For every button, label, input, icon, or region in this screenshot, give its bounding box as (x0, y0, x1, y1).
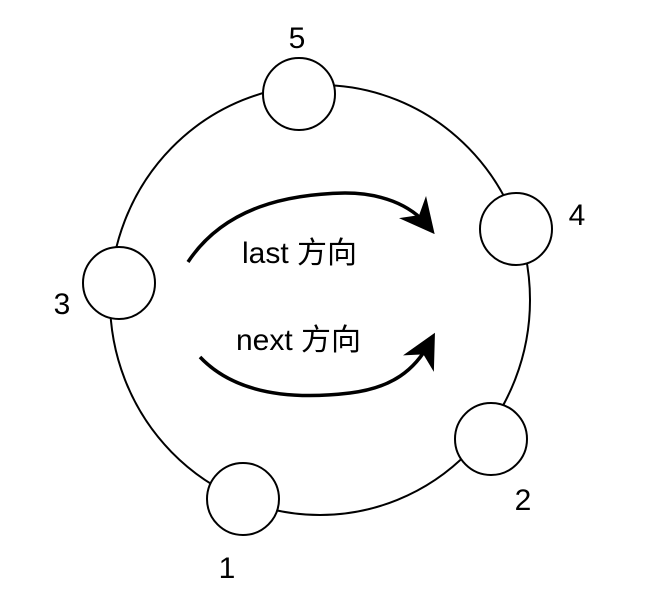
node-2-label: 2 (515, 484, 532, 517)
node-4-label: 4 (569, 199, 586, 232)
node-2-circle (454, 402, 528, 476)
node-5-circle (262, 57, 336, 131)
node-3-circle (82, 246, 156, 320)
node-3-label: 3 (54, 288, 71, 321)
last-direction-arrow (186, 191, 435, 263)
next-direction-label: next 方向 (236, 324, 361, 357)
node-1-label: 1 (219, 552, 236, 585)
last-direction-label: last 方向 (242, 237, 357, 270)
node-5-label: 5 (289, 22, 306, 55)
node-4-circle (479, 192, 553, 266)
node-1-circle (206, 462, 280, 536)
next-direction-arrow (198, 332, 435, 398)
